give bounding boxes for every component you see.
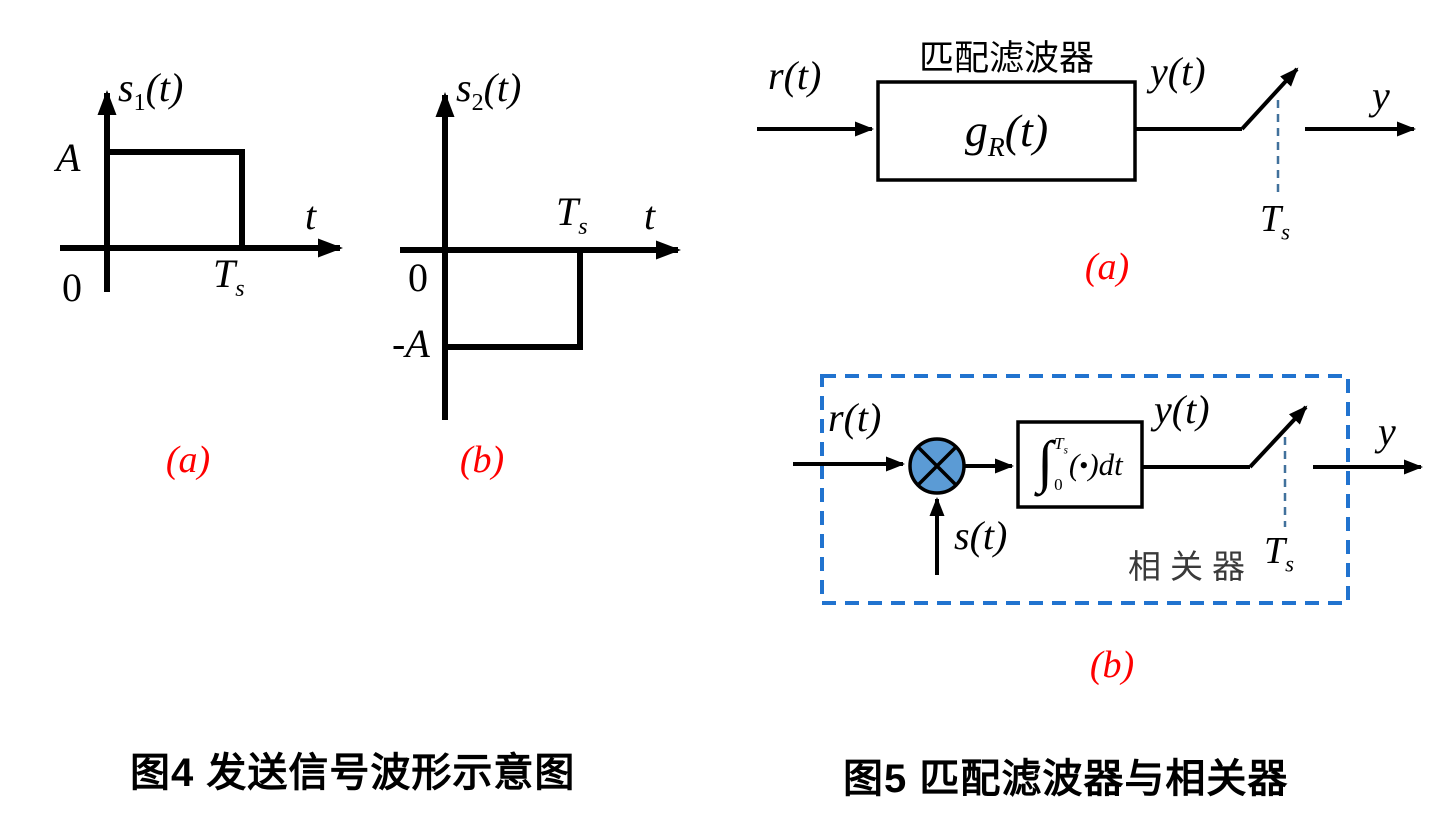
corr-input-label: r(t) [828, 395, 882, 440]
wave-b-y-axis-label: s2(t) [456, 65, 522, 116]
mf-sample-time-label: Ts [1260, 198, 1291, 245]
figure4-caption: 图4 发送信号波形示意图 [130, 751, 576, 795]
waveform-a-axes [60, 90, 343, 292]
matched-filter-title: 匹配滤波器 [918, 39, 1094, 78]
corr-output-label: y(t) [1154, 387, 1210, 432]
wave-a-pulse-end-label: Ts [213, 251, 245, 302]
fig4-panel-b-tag: (b) [459, 439, 505, 481]
correlator-label: 相关器 [1128, 548, 1254, 585]
correlator-dashed-box [820, 374, 1350, 605]
corr-sampled-output-label: y [1378, 409, 1396, 454]
corr-sampler-switch [1248, 405, 1308, 469]
waveform-b-pulse [445, 250, 583, 350]
matched-filter-box [876, 80, 1137, 182]
mf-sampled-output-label: y [1372, 73, 1390, 118]
wave-b-x-axis-label: t [644, 193, 656, 238]
wave-a-x-axis-label: t [305, 193, 317, 238]
mf-sampler-switch [1240, 67, 1299, 131]
fig5-panel-b-tag: (b) [1089, 644, 1135, 686]
wave-b-pulse-end-label: Ts [556, 189, 588, 240]
mf-input-label: r(t) [768, 53, 822, 98]
wave-a-amplitude-label: A [56, 135, 81, 180]
fig4-panel-a-tag: (a) [165, 439, 211, 481]
wave-a-y-axis-label: s1(t) [118, 65, 184, 116]
corr-sample-time-label: Ts [1264, 530, 1295, 577]
wave-b-origin-label: 0 [408, 255, 428, 300]
matched-filter-formula: gR(t) [964, 105, 1049, 163]
wave-a-origin-label: 0 [62, 265, 82, 310]
mf-output-label: y(t) [1150, 49, 1206, 94]
waveform-a-pulse [107, 149, 245, 248]
multiplier-icon [908, 437, 966, 495]
wave-b-amplitude-label: -A [392, 321, 430, 366]
corr-reference-label: s(t) [954, 513, 1008, 558]
figure5-caption: 图5 匹配滤波器与相关器 [843, 757, 1289, 801]
fig5-panel-a-tag: (a) [1084, 246, 1130, 288]
integrator-box [1016, 420, 1144, 509]
waveform-b-axes [400, 92, 681, 420]
